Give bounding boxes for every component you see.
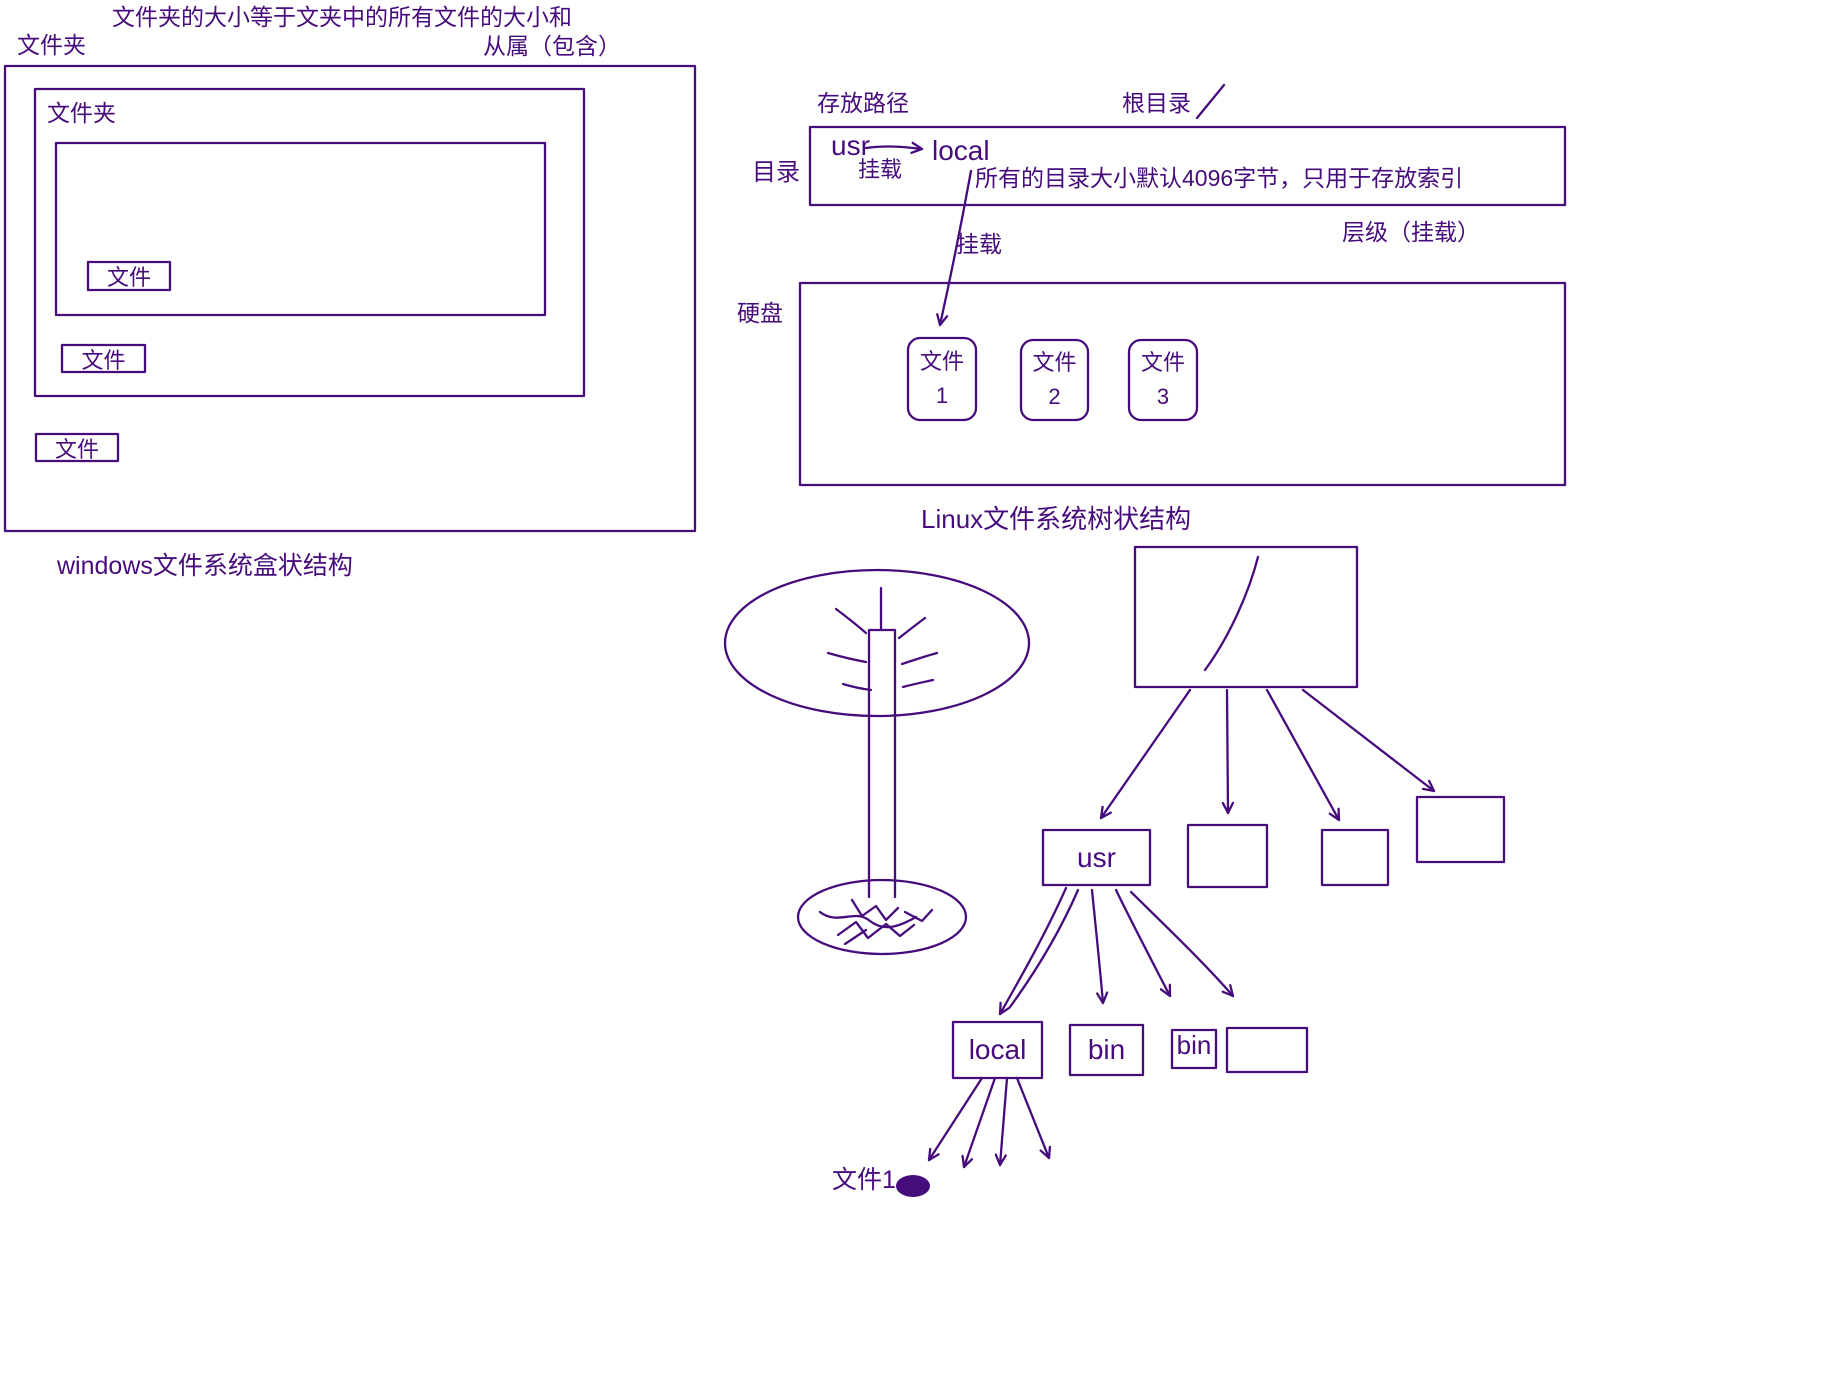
- bin-node-box-1: [1068, 1023, 1145, 1077]
- file-node-box-2: [1019, 338, 1090, 422]
- usr-to-local-arrow: [864, 141, 924, 154]
- label-file-3: 文件: [54, 436, 99, 462]
- file-node-3: 文件 3: [1129, 340, 1197, 420]
- file-node-2: 文件 2: [1021, 340, 1088, 420]
- usr-node-box: [1041, 828, 1152, 887]
- label-directory: 目录: [752, 159, 800, 186]
- label-mount-mid: 挂载: [956, 231, 1002, 257]
- windows-inner-box: [54, 141, 547, 317]
- label-file-1: 文件: [106, 265, 151, 290]
- file-node-box-1: [906, 336, 978, 422]
- tree-roots: [818, 898, 934, 946]
- tree-branches: [826, 607, 939, 692]
- local-node-box: [951, 1020, 1044, 1080]
- tree-ground: [796, 878, 968, 956]
- linux-path-structure: [798, 83, 1567, 487]
- label-root-dir: 根目录: [1122, 90, 1191, 116]
- tree-bin1-label: bin: [1087, 1034, 1126, 1065]
- label-hard-disk: 硬盘: [737, 300, 783, 326]
- file1-dot: [896, 1175, 930, 1197]
- root-dir-box: [1133, 545, 1359, 689]
- label-mount-top: 挂载: [858, 157, 903, 182]
- windows-file-box-1: [86, 260, 172, 292]
- linux-tree-structure: [896, 545, 1506, 1197]
- root-slash-icon: [1195, 83, 1226, 120]
- windows-box-structure: [3, 64, 697, 533]
- label-file-2: 文件: [81, 347, 126, 373]
- windows-file-box-3: [34, 432, 120, 463]
- label-file1: 文件1: [832, 1166, 896, 1194]
- local-child-arrows: [927, 1076, 1052, 1169]
- child-node-box-4: [1225, 1026, 1309, 1074]
- tree-bin2-label: bin: [1176, 1029, 1212, 1060]
- file-node-1: 文件 1: [908, 338, 976, 420]
- label-folder-inner: 文件夹: [47, 100, 116, 126]
- label-subordination: 从属（包含）: [483, 33, 621, 59]
- file-node-2-num: 2: [1048, 384, 1061, 409]
- child-node-box-3: [1415, 795, 1506, 864]
- label-usr-path: usr: [831, 130, 870, 161]
- tree-canopy: [723, 568, 1031, 718]
- child-node-box-1: [1186, 823, 1269, 889]
- tree-sketch: [723, 568, 1031, 956]
- label-hierarchy: 层级（挂载）: [1342, 219, 1480, 245]
- tree-local-label: local: [968, 1034, 1027, 1065]
- hard-disk-box: [798, 281, 1567, 487]
- child-node-box-2: [1320, 828, 1390, 887]
- file-node-3-num: 3: [1156, 384, 1170, 409]
- usr-child-arrows: [998, 886, 1235, 1016]
- tree-trunk: [867, 628, 897, 899]
- file-node-2-name: 文件: [1032, 349, 1077, 375]
- caption-windows: windows文件系统盒状结构: [57, 552, 353, 580]
- windows-file-box-2: [60, 343, 147, 374]
- windows-mid-box: [33, 87, 586, 398]
- label-folder-outer: 文件夹: [17, 32, 86, 58]
- root-dir-slash: [1203, 555, 1260, 672]
- mount-arrow: [936, 169, 973, 327]
- note-folder-size: 文件夹的大小等于文夹中的所有文件的大小和: [112, 4, 572, 30]
- directory-box: [808, 125, 1567, 207]
- file-node-1-name: 文件: [919, 348, 964, 374]
- note-dir-size: 所有的目录大小默认4096字节，只用于存放索引: [975, 165, 1464, 191]
- windows-outer-box: [3, 64, 697, 533]
- file-node-3-name: 文件: [1140, 349, 1185, 375]
- label-storage-path: 存放路径: [817, 90, 909, 116]
- bin-node-box-2: [1170, 1028, 1218, 1070]
- root-child-arrows: [1099, 688, 1436, 822]
- caption-linux: Linux文件系统树状结构: [921, 504, 1192, 534]
- file-node-1-num: 1: [935, 383, 949, 408]
- file-node-box-3: [1127, 338, 1199, 422]
- tree-usr-label: usr: [1077, 841, 1116, 873]
- label-local-path: local: [932, 135, 990, 166]
